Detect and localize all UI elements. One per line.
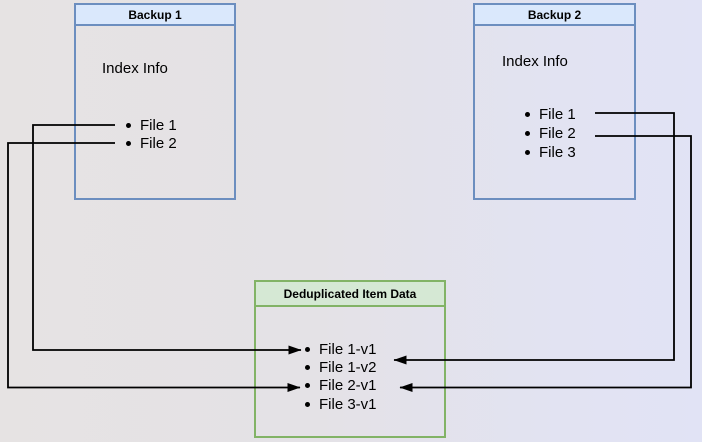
dedup-file-list: File 1-v1 File 1-v2 File 2-v1 File 3-v1	[305, 340, 377, 414]
bullet-icon	[525, 150, 530, 155]
bullet-icon	[126, 140, 131, 146]
item-label: File 3	[539, 144, 576, 161]
list-item: File 3-v1	[305, 395, 377, 413]
backup1-box: Backup 1 Index Info File 1 File 2	[74, 3, 236, 200]
backup2-box: Backup 2 Index Info File 1 File 2 File 3	[473, 3, 636, 200]
list-item: File 1-v2	[305, 358, 377, 376]
item-label: File 1-v2	[319, 359, 377, 377]
bullet-icon	[305, 401, 310, 407]
backup1-file-list: File 1 File 2	[126, 116, 177, 152]
list-item: File 1-v1	[305, 340, 377, 358]
backup1-index-info-label: Index Info	[102, 60, 168, 77]
list-item: File 3	[525, 143, 576, 162]
item-label: File 2	[539, 125, 576, 142]
item-label: File 3-v1	[319, 395, 377, 413]
bullet-icon	[305, 383, 310, 389]
deduplicated-item-data-box: Deduplicated Item Data File 1-v1 File 1-…	[254, 280, 446, 438]
item-label: File 1	[140, 116, 177, 134]
bullet-icon	[126, 122, 131, 128]
bullet-icon	[525, 112, 530, 117]
item-label: File 2-v1	[319, 377, 377, 395]
bullet-icon	[305, 365, 310, 371]
backup2-index-info-label: Index Info	[502, 53, 568, 70]
list-item: File 2-v1	[305, 377, 377, 395]
backup1-title: Backup 1	[76, 5, 234, 26]
item-label: File 1-v1	[319, 340, 377, 358]
backup2-title: Backup 2	[475, 5, 634, 26]
item-label: File 2	[140, 134, 177, 152]
bullet-icon	[525, 131, 530, 136]
item-label: File 1	[539, 106, 576, 123]
dedup-title: Deduplicated Item Data	[256, 282, 444, 307]
bullet-icon	[305, 346, 310, 352]
list-item: File 1	[126, 116, 177, 134]
list-item: File 2	[126, 134, 177, 152]
backup2-file-list: File 1 File 2 File 3	[525, 105, 576, 162]
list-item: File 2	[525, 124, 576, 143]
list-item: File 1	[525, 105, 576, 124]
